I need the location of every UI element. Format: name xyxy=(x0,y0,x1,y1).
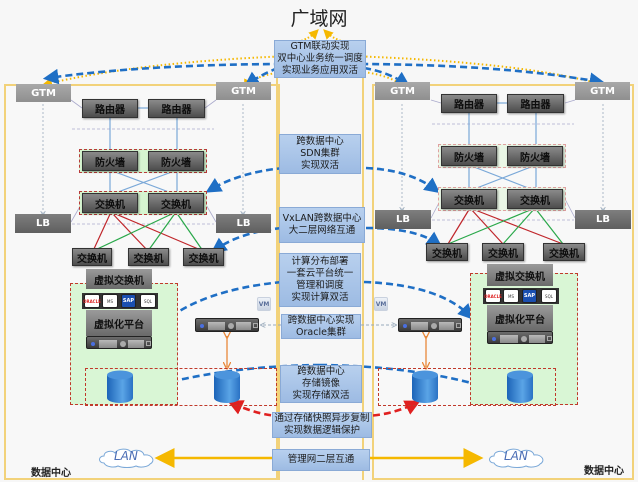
left-gtm-2: GTM xyxy=(216,82,271,100)
left-firewall-2: 防火墙 xyxy=(148,151,204,171)
right-router-2: 路由器 xyxy=(507,94,564,113)
sap-logo-icon: SAP xyxy=(522,289,537,303)
note-sdn: 跨数据中心 SDN集群 实现双活 xyxy=(279,134,361,174)
sap-logo-icon: SAP xyxy=(121,294,136,308)
left-host-server xyxy=(86,336,152,349)
right-access-switch-3: 交换机 xyxy=(543,243,585,261)
left-lb-1: LB xyxy=(15,214,71,233)
note-storage: 跨数据中心 存储镜像 实现存储双活 xyxy=(280,365,362,403)
wan-title: 广域网 xyxy=(290,8,348,30)
right-lb-1: LB xyxy=(375,210,431,229)
right-remote-server xyxy=(398,318,462,332)
oracle-logo-icon: ORACLE xyxy=(484,289,502,303)
note-oracle: 跨数据中心实现 Oracle集群 xyxy=(281,314,361,339)
right-core-switch-2: 交换机 xyxy=(507,189,563,209)
left-virtual-switch: 虚拟交换机 xyxy=(86,269,152,289)
left-access-switch-2: 交换机 xyxy=(128,248,169,266)
left-firewall-1: 防火墙 xyxy=(82,151,138,171)
right-storage-zone xyxy=(378,368,556,406)
left-app-logos xyxy=(82,293,158,309)
right-lan-label: LAN xyxy=(504,449,528,463)
right-gtm-2: GTM xyxy=(575,82,630,100)
cloud-icon xyxy=(489,448,544,468)
right-vm-icon: VM xyxy=(374,297,388,311)
left-core-switch-2: 交换机 xyxy=(148,193,204,213)
exchange-logo-icon: MS xyxy=(102,294,118,308)
right-virtual-platform: 虚拟化平台 xyxy=(487,305,553,331)
right-storage-disk-2 xyxy=(507,370,533,403)
sql-server-logo-icon: SQL xyxy=(541,289,557,303)
exchange-logo-icon: MS xyxy=(503,289,519,303)
note-vxlan: VxLAN跨数据中心 大二层网络互通 xyxy=(279,207,365,243)
left-core-switch-1: 交换机 xyxy=(82,193,138,213)
note-gtm: GTM联动实现 双中心业务统一调度 实现业务应用双活 xyxy=(274,40,366,78)
right-core-switch-1: 交换机 xyxy=(441,189,497,209)
left-access-switch-1: 交换机 xyxy=(72,248,112,266)
right-firewall-1: 防火墙 xyxy=(441,146,497,166)
left-router-2: 路由器 xyxy=(148,99,205,118)
right-lan-cloud: LAN xyxy=(486,447,550,469)
left-storage-disk-1 xyxy=(107,370,133,403)
right-firewall-2: 防火墙 xyxy=(507,146,563,166)
note-mgmt: 管理网二层互通 xyxy=(272,449,370,471)
left-gtm-1: GTM xyxy=(16,84,71,102)
left-datacenter-label: 数据中心 xyxy=(31,468,71,479)
gtm-blue-arc-right xyxy=(349,62,606,88)
left-storage-zone xyxy=(85,368,277,406)
left-lan-cloud: LAN xyxy=(96,447,160,469)
left-storage-disk-2 xyxy=(214,370,240,403)
left-virtual-platform: 虚拟化平台 xyxy=(86,310,152,336)
right-host-server xyxy=(487,331,553,344)
left-lan-label: LAN xyxy=(114,449,138,463)
center-column xyxy=(276,40,364,480)
gtm-yellow-arc-right xyxy=(349,55,604,88)
left-router-1: 路由器 xyxy=(82,99,138,118)
right-virtual-switch: 虚拟交换机 xyxy=(487,264,553,286)
sql-server-logo-icon: SQL xyxy=(140,294,156,308)
left-lb-2: LB xyxy=(216,214,271,233)
right-access-switch-1: 交换机 xyxy=(426,243,468,261)
right-router-1: 路由器 xyxy=(441,94,497,113)
left-remote-server xyxy=(195,318,259,332)
left-vm-icon: VM xyxy=(257,297,271,311)
note-snapshot: 通过存储快照异步复制 实现数据逻辑保护 xyxy=(272,412,372,438)
note-compute: 计算分布部署 一套云平台统一 管理和调度 实现计算双活 xyxy=(279,253,361,307)
right-gtm-1: GTM xyxy=(375,82,430,100)
left-access-switch-3: 交换机 xyxy=(183,248,224,266)
cloud-icon xyxy=(99,448,154,468)
gtm-blue-arc-left xyxy=(42,62,293,85)
right-access-switch-2: 交换机 xyxy=(482,243,524,261)
right-storage-disk-1 xyxy=(412,370,438,403)
right-app-logos xyxy=(483,288,559,304)
right-lb-2: LB xyxy=(575,210,631,229)
oracle-logo-icon: ORACLE xyxy=(83,294,101,308)
gtm-yellow-arc-left xyxy=(42,55,291,88)
right-datacenter-label: 数据中心 xyxy=(584,466,624,477)
